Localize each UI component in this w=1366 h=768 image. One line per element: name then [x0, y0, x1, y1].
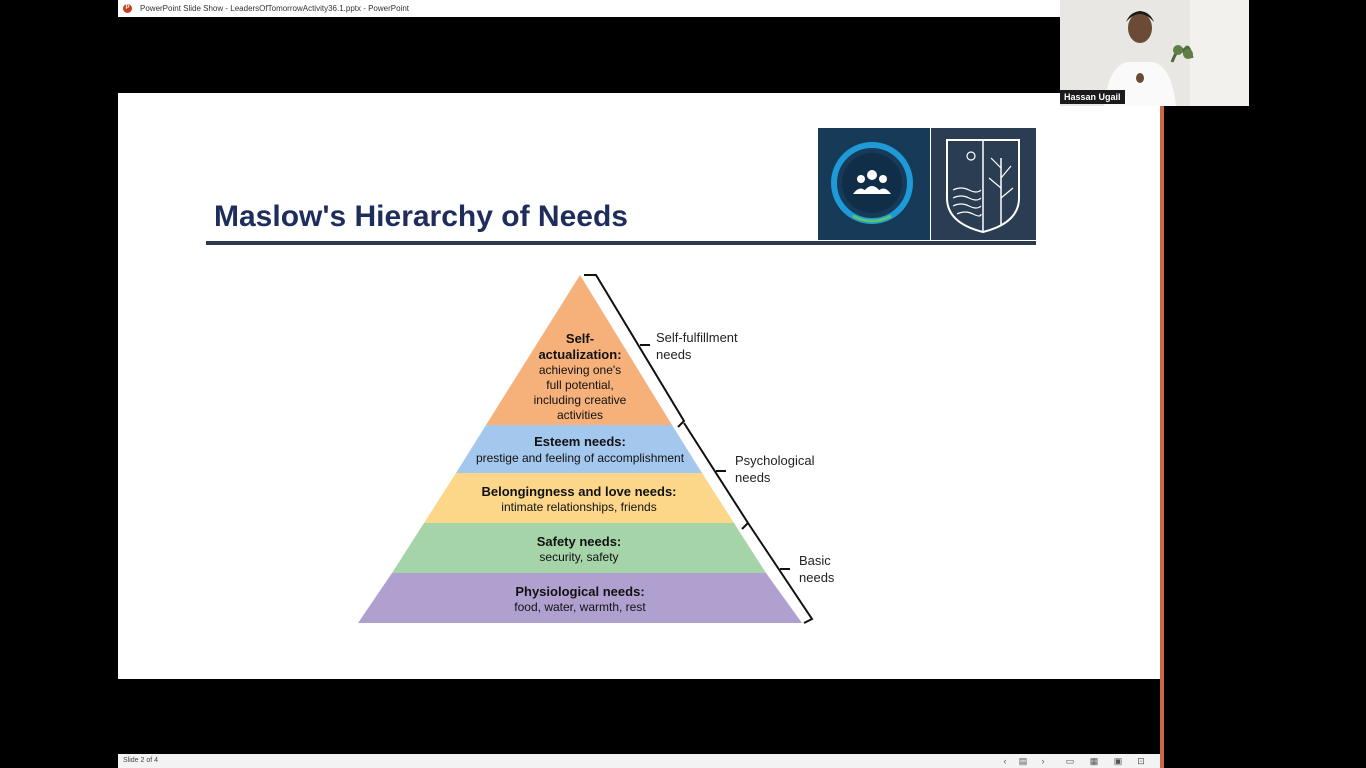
belongingness-desc: intimate relationships, friends	[501, 500, 656, 514]
logo-panel	[818, 128, 1036, 240]
slide-canvas[interactable]: Maslow's Hierarchy of Needs	[118, 93, 1160, 679]
physiological-title: Physiological needs:	[515, 584, 644, 599]
people-circle-logo	[818, 128, 930, 240]
powerpoint-window: P PowerPoint Slide Show - LeadersOfTomor…	[118, 0, 1162, 768]
bracket-basic	[747, 522, 814, 624]
safety-title: Safety needs:	[537, 534, 622, 549]
slide-title: Maslow's Hierarchy of Needs	[214, 200, 628, 233]
participant-name: Hassan Ugail	[1060, 90, 1125, 104]
self-fulfillment-label-2: needs	[656, 347, 692, 362]
slide-sorter-icon[interactable]: ▦	[1089, 756, 1099, 766]
esteem-desc: prestige and feeling of accomplishment	[476, 451, 685, 465]
window-title: PowerPoint Slide Show - LeadersOfTomorro…	[140, 4, 410, 13]
pyramid-layer-self-actualization	[486, 275, 672, 425]
slide-counter: Slide 2 of 4	[123, 757, 159, 764]
reading-view-icon[interactable]: ▣	[1113, 756, 1123, 766]
basic-label-1: Basic	[799, 553, 831, 568]
title-underline	[206, 241, 1036, 245]
bracket-self-fulfillment	[584, 274, 686, 428]
powerpoint-icon: P	[123, 4, 132, 13]
notes-icon[interactable]: ▤	[1018, 756, 1028, 766]
pyramid-layer-safety	[392, 523, 766, 573]
basic-label-2: needs	[799, 570, 835, 585]
safety-desc: security, safety	[539, 550, 618, 564]
next-icon[interactable]: ›	[1041, 756, 1045, 766]
pyramid-layer-physiological	[358, 573, 802, 623]
self-actualization-desc-2: full potential,	[546, 378, 613, 392]
webcam-thumbnail: Hassan Ugail	[1060, 0, 1249, 106]
maslow-pyramid: Self- actualization: achieving one's ful…	[358, 274, 835, 624]
self-actualization-desc-4: activities	[557, 408, 603, 422]
normal-view-icon[interactable]: ▭	[1065, 756, 1075, 766]
self-actualization-desc-3: including creative	[534, 393, 627, 407]
window-edge-accent	[1160, 100, 1164, 768]
status-bar: Slide 2 of 4 ‹ ▤ › ▭ ▦ ▣ ⊡	[118, 754, 1160, 768]
self-actualization-desc-1: achieving one's	[539, 363, 621, 377]
psychological-label-1: Psychological	[735, 453, 815, 468]
esteem-title: Esteem needs:	[534, 434, 626, 449]
belongingness-title: Belongingness and love needs:	[481, 484, 676, 499]
self-actualization-title: Self-	[566, 331, 594, 346]
title-bar: P PowerPoint Slide Show - LeadersOfTomor…	[118, 0, 1060, 17]
pyramid-layer-belongingness	[424, 473, 734, 523]
psychological-label-2: needs	[735, 470, 771, 485]
palm-tree-crest-logo	[931, 128, 1036, 240]
physiological-desc: food, water, warmth, rest	[514, 600, 646, 614]
self-fulfillment-label-1: Self-fulfillment	[656, 330, 738, 345]
self-actualization-title-2: actualization:	[538, 347, 621, 362]
previous-icon[interactable]: ‹	[1003, 756, 1007, 766]
pyramid-layer-esteem	[456, 425, 702, 473]
slideshow-icon[interactable]: ⊡	[1137, 756, 1145, 766]
presenter-video	[1060, 0, 1249, 106]
